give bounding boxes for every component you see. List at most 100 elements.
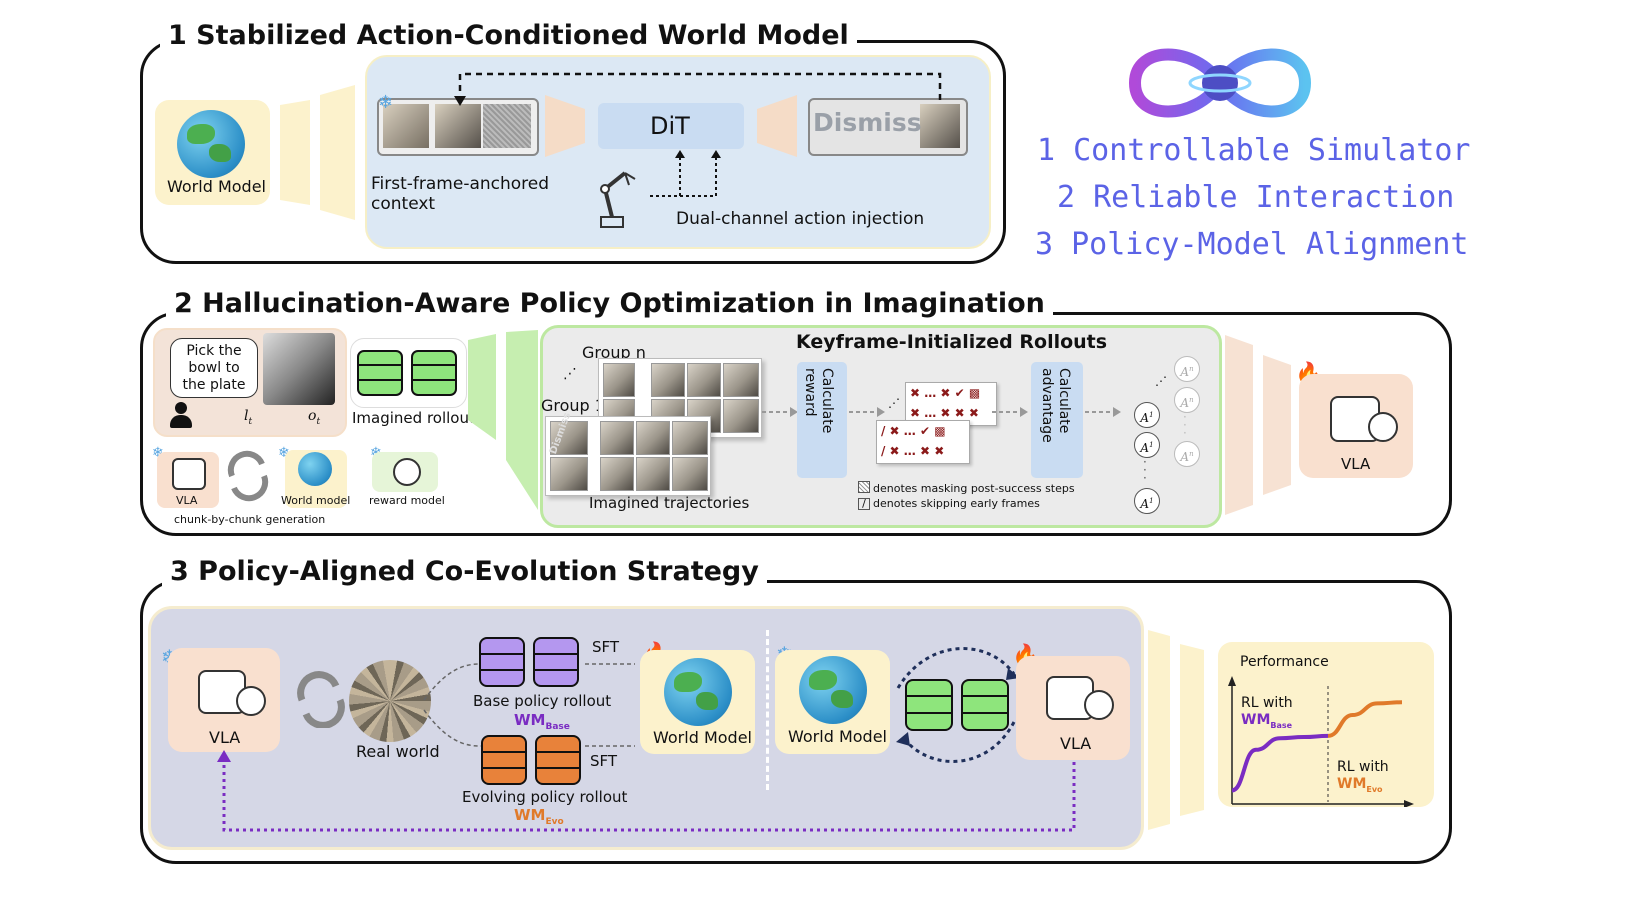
globe-icon [799,656,867,724]
expand-beam [280,85,355,220]
evolving-rollout-db [481,735,581,785]
right-item-1: 1 Controllable Simulator [1037,133,1471,168]
section3-panel [140,580,1452,864]
vla-left-label: VLA [209,728,241,747]
legend-skip: /denotes skipping early frames [858,497,1040,510]
vla-right-label: VLA [1060,734,1092,753]
section2-title: 2 Hallucination-Aware Policy Optimizatio… [166,288,1053,319]
series-wm-base [1231,733,1329,793]
calc-reward-label: Calculate reward [802,368,835,434]
calc-advantage-label: Calculate advantage [1039,368,1072,443]
reward-robot-icon [393,458,421,486]
adv-n-G: An [1174,441,1200,467]
dit-block [598,103,744,149]
adv-n-1: An [1174,356,1200,382]
injection-label: Dual-channel action injection [676,209,925,229]
vla-label-sec2: VLA [1341,455,1371,473]
injection-arrows [650,150,721,197]
lt-label: lt [244,408,253,427]
arrow-to-mask [849,407,885,417]
output-frames [808,98,968,156]
green-beam [468,330,538,510]
world-model-a-label: World Model [653,728,752,747]
calc-advantage-block [1031,362,1083,478]
chunk-label: chunk-by-chunk generation [174,513,326,526]
yellow-beam [1148,630,1204,830]
wm-evo-chart: WMEvo [1337,776,1383,794]
vertical-dots: ··· [1143,455,1147,485]
sft-top-label: SFT [592,638,620,656]
evolving-rollout-label: Evolving policy rollout [462,788,628,806]
globe-icon [177,110,245,178]
speech-bubble [170,338,258,398]
adv-1-2: A1 [1134,432,1160,458]
vertical-dots: ··· [1183,410,1187,440]
chart-title: Performance [1240,654,1329,670]
adv-n-2: An [1174,387,1200,413]
group-1-grid [545,416,711,496]
magnifier-icon [1368,412,1398,442]
rl-with-2: RL with [1337,759,1389,775]
globe-icon [664,658,732,726]
robot-icon [172,458,206,490]
reward-model-label: reward model [369,494,445,507]
dots-ellipsis: ⋰ [888,396,900,410]
real-world-label: Real world [356,742,440,761]
world-model-label: World Model [167,177,266,196]
sft-bottom-label: SFT [590,752,618,770]
arrow-to-reward [762,407,798,417]
rollout-connectors [423,663,635,747]
calc-reward-block [797,362,847,478]
world-model-small-label: World model [281,494,351,507]
performance-chart [1228,676,1414,807]
wm-base-chart: WMBase [1241,712,1293,730]
dots-ellipsis: ⋰ [1155,374,1167,388]
vla-small-label: VLA [176,494,198,507]
peach-beam [1225,335,1291,515]
infinity-logo [1128,48,1312,118]
context-funnel-right [757,95,797,157]
ot-label: ot [308,408,321,427]
dismiss-watermark: Dismiss [813,108,922,137]
right-item-3: 3 Policy-Model Alignment [1035,227,1469,262]
feedback-arrow [217,750,1076,832]
magnifier-icon [1084,690,1114,720]
snowflake-icon: ❄ [152,445,164,461]
dit-label: DiT [650,112,690,140]
arrow-to-advantage [992,407,1028,417]
mask-grid-front: / ✖ … ✔ ▩/ ✖ … ✖ ✖ [876,420,970,464]
snowflake-icon: ❄ [278,445,290,461]
adv-1-1: A1 [1134,402,1160,428]
wm-evo-label: WMEvo [514,806,564,827]
series-wm-evo [1327,700,1403,738]
group-n-label: Group n [582,343,646,362]
rl-with-1: RL with [1241,695,1293,711]
context-funnel-left [545,95,585,157]
cycle-icon [227,450,269,502]
real-world-image [349,660,431,742]
legend-mask: denotes masking post-success steps [858,481,1075,495]
keyframe-title: Keyframe-Initialized Rollouts [796,331,1108,353]
right-item-2: 2 Reliable Interaction [1057,180,1455,215]
wm-base-label: WMBase [514,711,570,732]
feedback-loop-arrow [454,72,942,106]
instruction-text: Pick the bowl to the plate [182,343,246,393]
dots-ellipsis: ⋰ [563,366,577,382]
imagined-trajectories-label: Imagined trajectories [589,494,750,512]
interaction-db [905,679,1009,731]
base-rollout-label: Base policy rollout [473,692,612,710]
cycle-icon [297,671,345,728]
magnifier-icon [236,686,266,716]
performance-chart-box [1218,642,1434,807]
imagined-rollout-label: Imagined rollout [352,409,475,427]
world-model-b-label: World Model [788,727,887,746]
section1-title: 1 Stabilized Action-Conditioned World Mo… [160,20,857,51]
base-rollout-db [479,637,579,687]
observation-frame [263,333,335,405]
context-frames [377,98,539,156]
user-icon [170,402,192,428]
mask-grid-back: ✖ … ✖ ✔ ▩✖ … ✖ ✖ ✖ [905,382,997,426]
adv-1-G: A1 [1134,488,1160,514]
globe-icon [298,452,332,486]
context-label: First-frame-anchored context [371,174,550,214]
